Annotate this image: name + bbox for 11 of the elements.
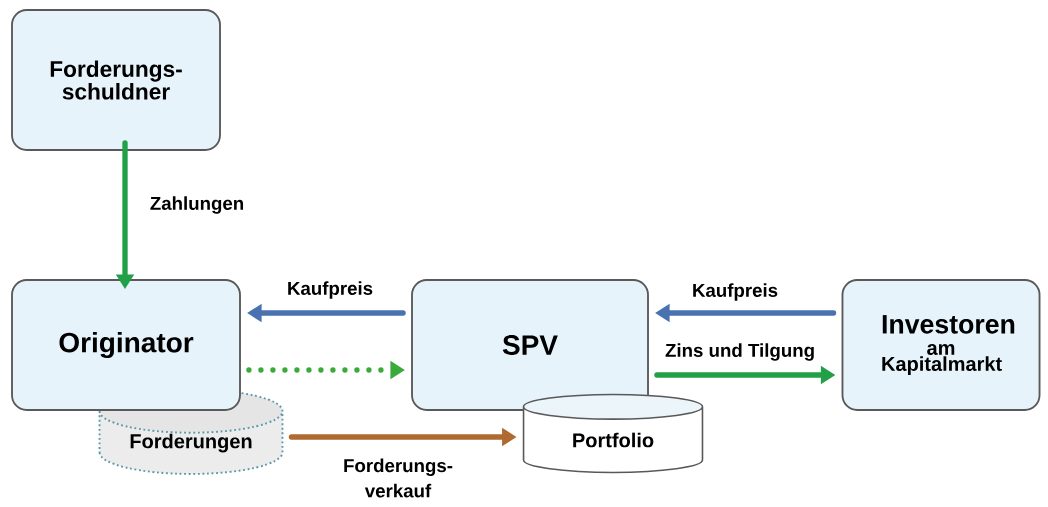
- process-box: Forderungs- schuldner: [11, 9, 221, 151]
- edge-label: Zahlungen: [150, 196, 244, 214]
- process-box: Investoren am Kapitalmarkt: [841, 279, 1041, 411]
- process-box: SPV: [411, 279, 649, 411]
- cylinder: Portfolio: [522, 393, 704, 474]
- node-label: Portfolio: [573, 432, 654, 448]
- edge-label: Forderungs- verkauf: [344, 458, 453, 498]
- edge-label: Kaufpreis: [693, 283, 778, 301]
- process-box: Originator: [11, 279, 241, 411]
- edge-label: Zins und Tilgung: [665, 343, 814, 361]
- edge-label: Kaufpreis: [288, 281, 373, 299]
